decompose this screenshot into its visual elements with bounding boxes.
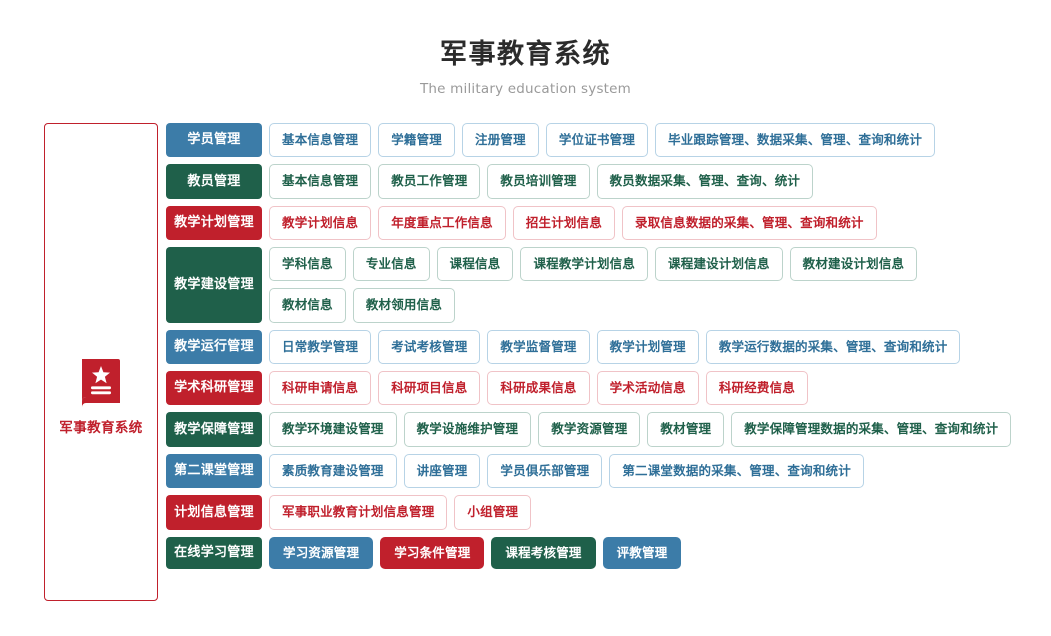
category-row: 教员管理基本信息管理教员工作管理教员培训管理教员数据采集、管理、查询、统计 [166,164,1011,199]
item-button-教员培训管理[interactable]: 教员培训管理 [487,164,590,199]
item-button-小组管理[interactable]: 小组管理 [454,495,532,530]
items-row: 科研申请信息科研项目信息科研成果信息学术活动信息科研经费信息 [269,371,1011,406]
item-button-教材建设计划信息[interactable]: 教材建设计划信息 [789,246,918,282]
page-title: 军事教育系统 [440,39,611,70]
item-button-专业信息[interactable]: 专业信息 [352,246,430,282]
item-button-教学计划信息[interactable]: 教学计划信息 [269,205,372,240]
item-button-课程信息[interactable]: 课程信息 [436,246,514,282]
category-items: 教学环境建设管理教学设施维护管理教学资源管理教材管理教学保障管理数据的采集、管理… [269,412,1012,447]
items-row: 学习资源管理学习条件管理课程考核管理评教管理 [269,536,1011,569]
item-button-军事职业教育计划信息管理[interactable]: 军事职业教育计划信息管理 [269,495,448,530]
item-button-教学保障管理数据的采集、管理、查询和统计[interactable]: 教学保障管理数据的采集、管理、查询和统计 [731,412,1012,447]
category-button-在线学习管理[interactable]: 在线学习管理 [166,536,262,569]
category-items: 基本信息管理学籍管理注册管理学位证书管理毕业跟踪管理、数据采集、管理、查询和统计 [269,122,1011,158]
category-button-教学计划管理[interactable]: 教学计划管理 [166,205,262,240]
sidebar-label: 军事教育系统 [59,420,143,437]
category-button-教学建设管理[interactable]: 教学建设管理 [166,246,262,323]
item-button-年度重点工作信息[interactable]: 年度重点工作信息 [378,205,506,240]
items-row: 基本信息管理教员工作管理教员培训管理教员数据采集、管理、查询、统计 [269,164,1011,199]
item-button-教员数据采集、管理、查询、统计[interactable]: 教员数据采集、管理、查询、统计 [596,164,814,199]
item-button-评教管理[interactable]: 评教管理 [602,536,682,569]
item-button-教学设施维护管理[interactable]: 教学设施维护管理 [403,412,532,447]
item-button-录取信息数据的采集、管理、查询和统计[interactable]: 录取信息数据的采集、管理、查询和统计 [622,205,877,240]
category-items: 素质教育建设管理讲座管理学员俱乐部管理第二课堂数据的采集、管理、查询和统计 [269,453,1011,489]
category-button-第二课堂管理[interactable]: 第二课堂管理 [166,453,262,489]
item-button-科研经费信息[interactable]: 科研经费信息 [705,371,809,406]
item-button-日常教学管理[interactable]: 日常教学管理 [269,329,372,364]
item-button-教学监督管理[interactable]: 教学监督管理 [487,329,590,364]
category-row: 学术科研管理科研申请信息科研项目信息科研成果信息学术活动信息科研经费信息 [166,371,1011,406]
item-button-学籍管理[interactable]: 学籍管理 [378,122,456,158]
category-button-教学运行管理[interactable]: 教学运行管理 [166,329,262,364]
items-row: 素质教育建设管理讲座管理学员俱乐部管理第二课堂数据的采集、管理、查询和统计 [269,453,1011,489]
book-star-icon [78,357,124,408]
item-button-教材信息[interactable]: 教材信息 [269,288,346,323]
item-button-教员工作管理[interactable]: 教员工作管理 [378,164,481,199]
item-button-毕业跟踪管理、数据采集、管理、查询和统计[interactable]: 毕业跟踪管理、数据采集、管理、查询和统计 [655,122,936,158]
category-items: 教学计划信息年度重点工作信息招生计划信息录取信息数据的采集、管理、查询和统计 [269,205,1011,240]
item-button-学习条件管理[interactable]: 学习条件管理 [380,536,485,569]
item-button-教学计划管理[interactable]: 教学计划管理 [596,329,699,364]
category-row: 教学保障管理教学环境建设管理教学设施维护管理教学资源管理教材管理教学保障管理数据… [166,412,1012,447]
item-button-注册管理[interactable]: 注册管理 [462,122,539,158]
item-button-学员俱乐部管理[interactable]: 学员俱乐部管理 [487,453,603,489]
item-button-课程建设计划信息[interactable]: 课程建设计划信息 [655,246,783,282]
item-button-科研项目信息[interactable]: 科研项目信息 [378,371,481,406]
category-button-计划信息管理[interactable]: 计划信息管理 [166,495,262,530]
category-button-学员管理[interactable]: 学员管理 [166,122,262,158]
category-row: 学员管理基本信息管理学籍管理注册管理学位证书管理毕业跟踪管理、数据采集、管理、查… [166,122,1011,158]
items-row: 教学计划信息年度重点工作信息招生计划信息录取信息数据的采集、管理、查询和统计 [269,205,1011,240]
item-button-科研成果信息[interactable]: 科研成果信息 [487,371,590,406]
category-items: 学习资源管理学习条件管理课程考核管理评教管理 [269,536,1011,569]
item-button-素质教育建设管理[interactable]: 素质教育建设管理 [269,453,397,489]
category-items: 基本信息管理教员工作管理教员培训管理教员数据采集、管理、查询、统计 [269,164,1011,199]
items-row: 教材信息教材领用信息 [269,288,1011,323]
category-button-教员管理[interactable]: 教员管理 [166,164,262,199]
items-row: 日常教学管理考试考核管理教学监督管理教学计划管理教学运行数据的采集、管理、查询和… [269,329,1011,364]
items-row: 军事职业教育计划信息管理小组管理 [269,495,1011,530]
item-button-基本信息管理[interactable]: 基本信息管理 [269,122,372,158]
page-subtitle: The military education system [419,80,632,97]
item-button-教材领用信息[interactable]: 教材领用信息 [352,288,456,323]
item-button-课程考核管理[interactable]: 课程考核管理 [491,536,596,569]
items-row: 基本信息管理学籍管理注册管理学位证书管理毕业跟踪管理、数据采集、管理、查询和统计 [269,122,1011,158]
category-row: 教学运行管理日常教学管理考试考核管理教学监督管理教学计划管理教学运行数据的采集、… [166,329,1011,364]
item-button-学术活动信息[interactable]: 学术活动信息 [596,371,699,406]
category-items: 学科信息专业信息课程信息课程教学计划信息课程建设计划信息教材建设计划信息教材信息… [269,246,1011,323]
item-button-教学资源管理[interactable]: 教学资源管理 [538,412,641,447]
item-button-招生计划信息[interactable]: 招生计划信息 [512,205,616,240]
category-row: 在线学习管理学习资源管理学习条件管理课程考核管理评教管理 [166,536,1011,569]
item-button-教学环境建设管理[interactable]: 教学环境建设管理 [269,412,397,447]
item-button-教学运行数据的采集、管理、查询和统计[interactable]: 教学运行数据的采集、管理、查询和统计 [705,329,961,364]
category-items: 日常教学管理考试考核管理教学监督管理教学计划管理教学运行数据的采集、管理、查询和… [269,329,1011,364]
category-button-教学保障管理[interactable]: 教学保障管理 [166,412,262,447]
category-matrix: 学员管理基本信息管理学籍管理注册管理学位证书管理毕业跟踪管理、数据采集、管理、查… [166,122,1012,569]
category-row: 教学建设管理学科信息专业信息课程信息课程教学计划信息课程建设计划信息教材建设计划… [166,246,1011,323]
item-button-基本信息管理[interactable]: 基本信息管理 [269,164,372,199]
item-button-学位证书管理[interactable]: 学位证书管理 [545,122,649,158]
item-button-学习资源管理[interactable]: 学习资源管理 [269,536,374,569]
category-items: 科研申请信息科研项目信息科研成果信息学术活动信息科研经费信息 [269,371,1011,406]
item-button-讲座管理[interactable]: 讲座管理 [403,453,481,489]
category-row: 计划信息管理军事职业教育计划信息管理小组管理 [166,495,1011,530]
category-row: 教学计划管理教学计划信息年度重点工作信息招生计划信息录取信息数据的采集、管理、查… [166,205,1011,240]
sidebar-inner: 军事教育系统 [59,357,142,436]
item-button-考试考核管理[interactable]: 考试考核管理 [378,329,481,364]
body-wrapper: 军事教育系统 学员管理基本信息管理学籍管理注册管理学位证书管理毕业跟踪管理、数据… [0,97,1051,601]
item-button-学科信息[interactable]: 学科信息 [269,246,346,282]
sidebar-system-card[interactable]: 军事教育系统 [44,122,158,601]
items-row: 学科信息专业信息课程信息课程教学计划信息课程建设计划信息教材建设计划信息 [269,246,1011,282]
category-button-学术科研管理[interactable]: 学术科研管理 [166,371,262,406]
item-button-课程教学计划信息[interactable]: 课程教学计划信息 [520,246,649,282]
category-items: 军事职业教育计划信息管理小组管理 [269,495,1011,530]
item-button-科研申请信息[interactable]: 科研申请信息 [269,371,372,406]
items-row: 教学环境建设管理教学设施维护管理教学资源管理教材管理教学保障管理数据的采集、管理… [269,412,1012,447]
item-button-教材管理[interactable]: 教材管理 [647,412,725,447]
item-button-第二课堂数据的采集、管理、查询和统计[interactable]: 第二课堂数据的采集、管理、查询和统计 [609,453,864,489]
category-row: 第二课堂管理素质教育建设管理讲座管理学员俱乐部管理第二课堂数据的采集、管理、查询… [166,453,1011,489]
page-header: 军事教育系统 The military education system [0,0,1051,97]
